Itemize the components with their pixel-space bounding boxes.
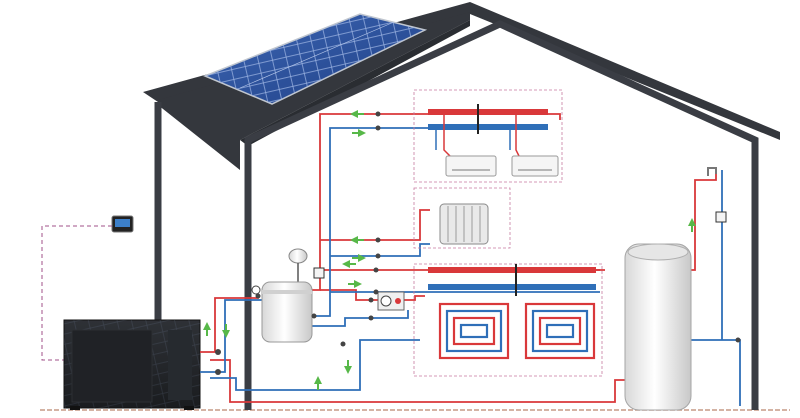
wall-controller[interactable] (111, 215, 134, 233)
fan-coil-unit-right (511, 155, 559, 177)
supply-pipes (200, 113, 717, 403)
house-outline (154, 20, 759, 410)
underfloor-heating-loop-left (438, 302, 510, 360)
circulation-pump (377, 291, 405, 311)
expansion-vessel (288, 248, 308, 282)
gauge (251, 285, 261, 295)
buffer-tank (261, 281, 313, 343)
fan-coil-manifold (428, 104, 548, 159)
underfloor-heating-loop-right (524, 302, 596, 360)
domestic-hot-water-tank (624, 243, 692, 411)
fan-coil-unit-left (445, 155, 497, 177)
underfloor-manifold (428, 264, 596, 296)
radiator (439, 203, 489, 245)
valve-box (313, 267, 325, 279)
heat-pump-outdoor-unit (63, 319, 201, 410)
hot-water-tap (707, 167, 727, 223)
control-wire (41, 225, 112, 361)
solar-panel (203, 13, 428, 105)
valves (215, 111, 741, 375)
flow-arrows (203, 110, 696, 390)
zone-radiator (413, 187, 511, 249)
